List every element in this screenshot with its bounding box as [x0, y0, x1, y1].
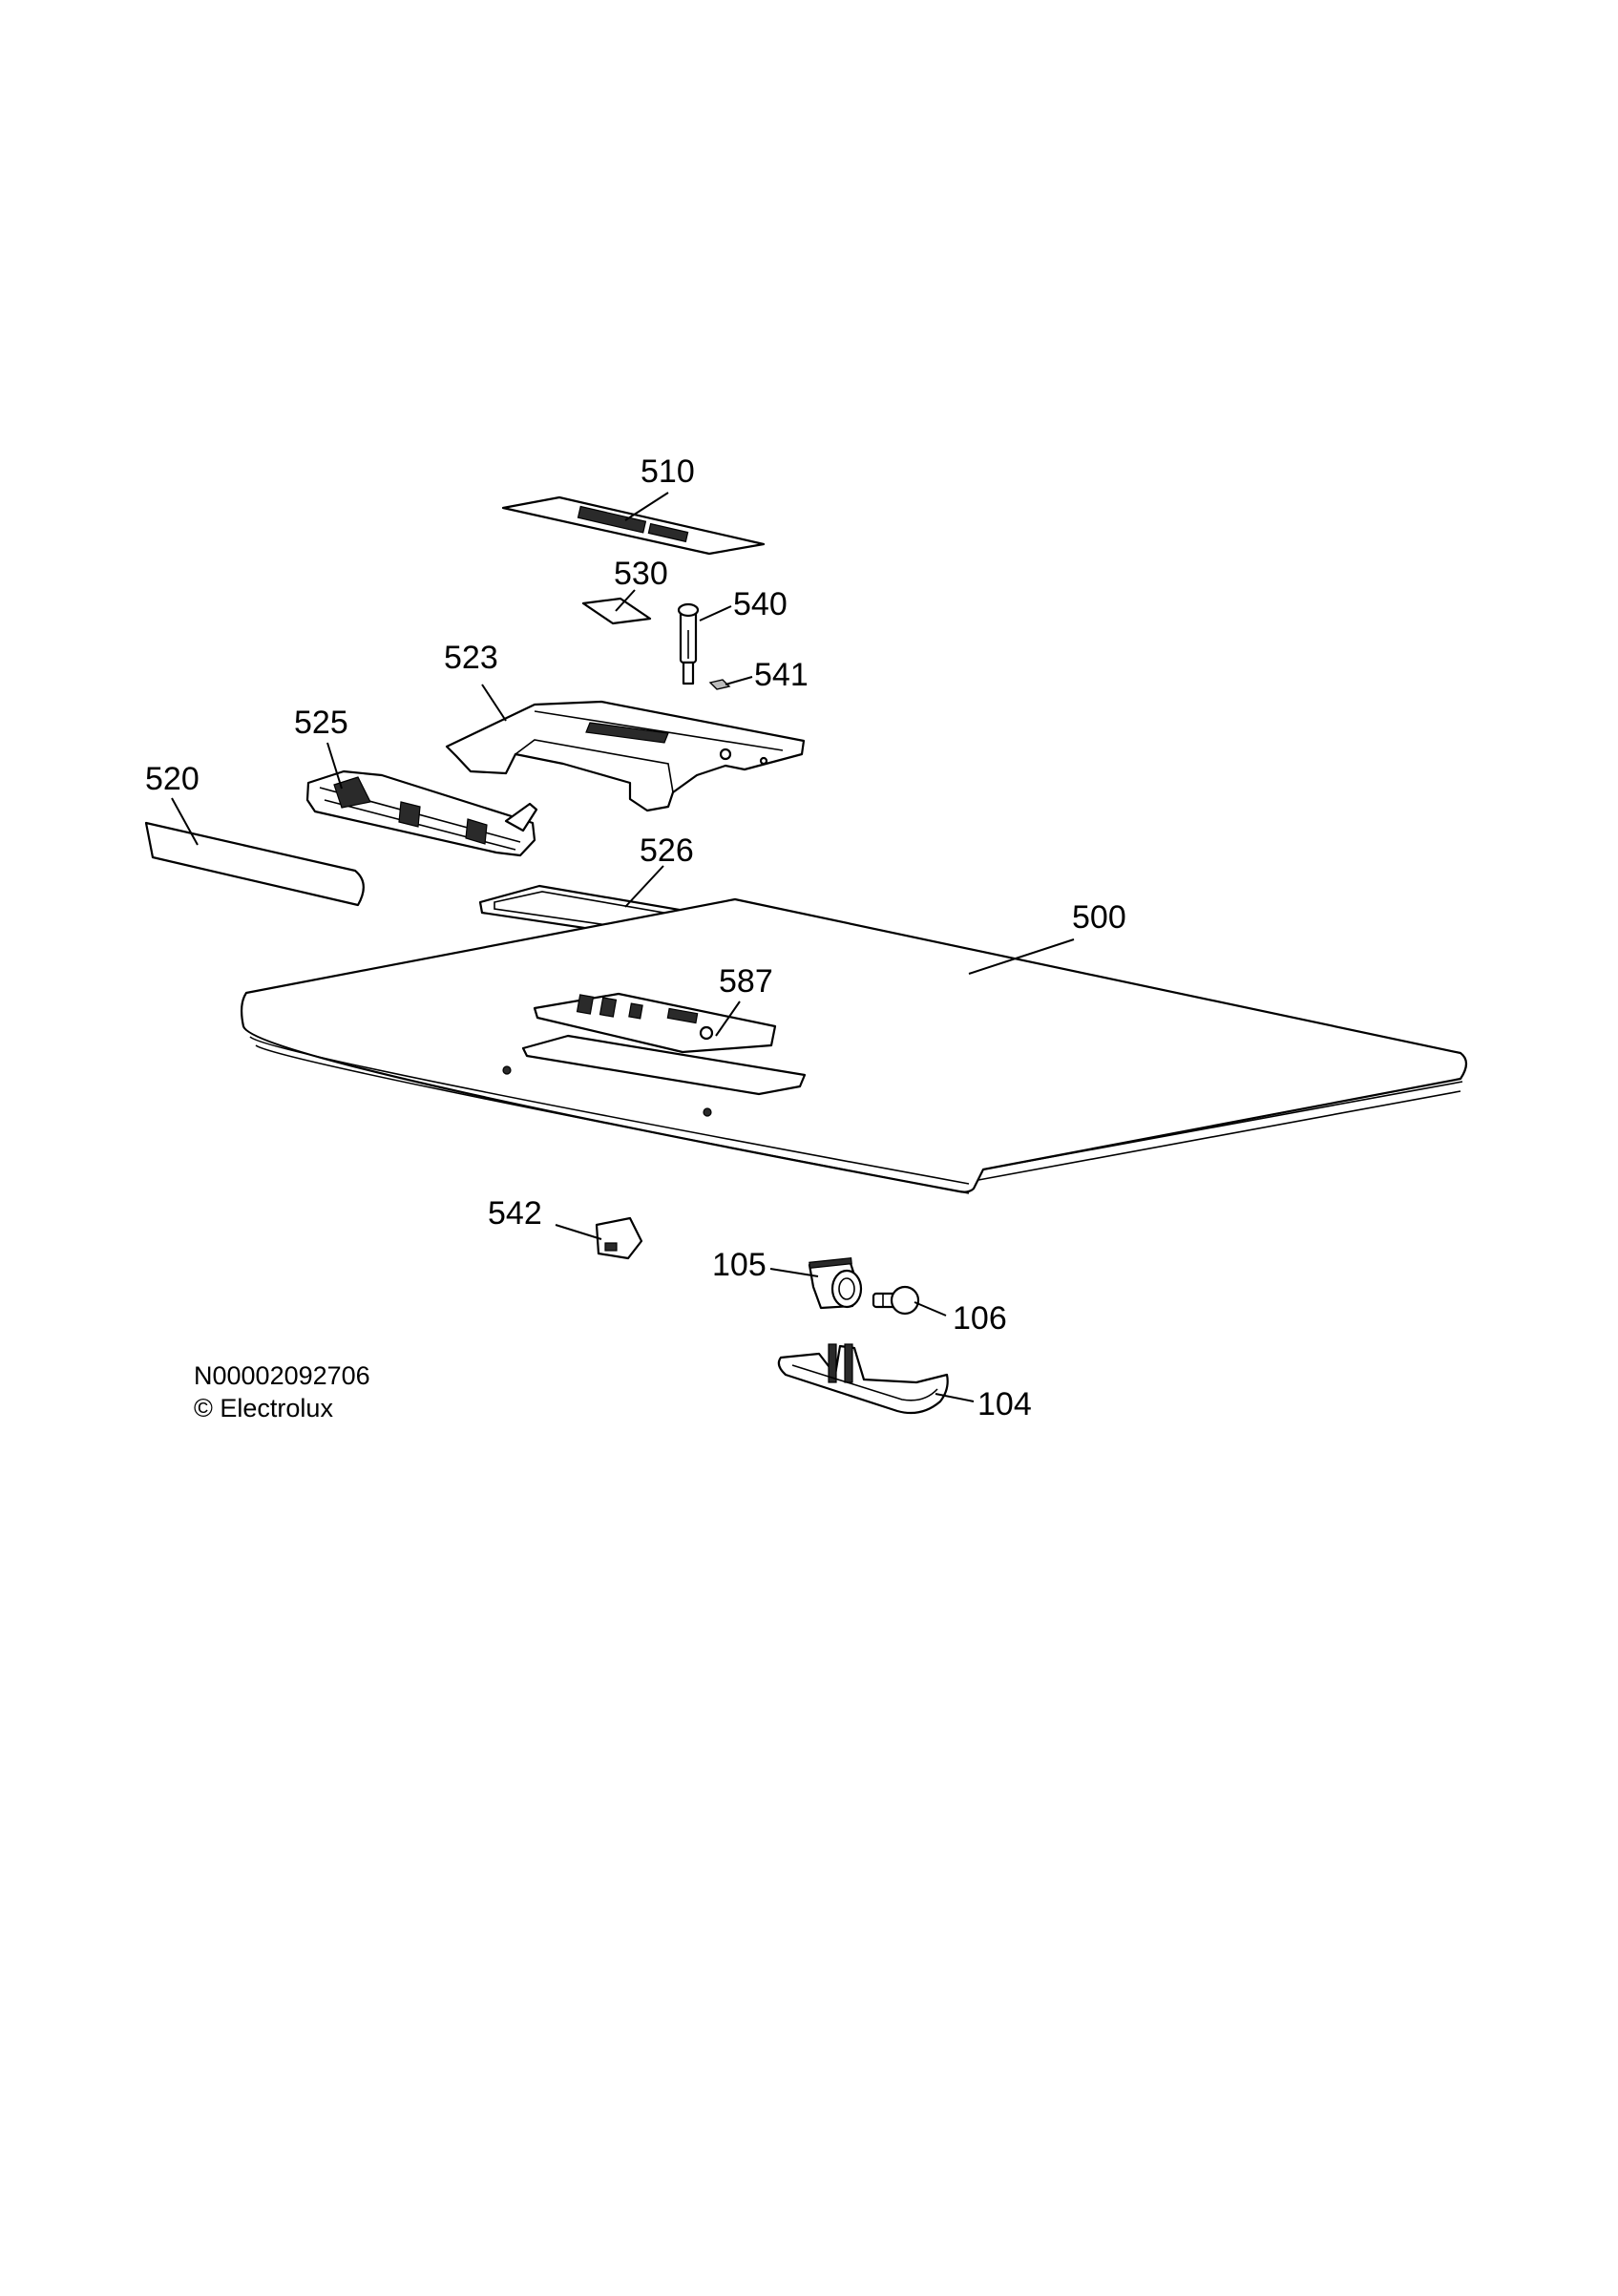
copyright-notice: © Electrolux — [194, 1394, 333, 1422]
leader-500 — [968, 938, 1075, 975]
callout-526: 526 — [640, 832, 694, 869]
leader-541 — [725, 676, 753, 685]
part-106-pin — [872, 1285, 920, 1316]
part-105-hinge-bracket — [808, 1257, 863, 1310]
callout-530: 530 — [614, 556, 668, 592]
callout-542: 542 — [488, 1195, 542, 1232]
callout-540: 540 — [733, 586, 788, 622]
document-id: N00002092706 — [194, 1361, 370, 1390]
part-542-clip — [595, 1216, 643, 1260]
callout-520: 520 — [145, 761, 200, 797]
callout-510: 510 — [641, 453, 695, 490]
callout-523: 523 — [444, 640, 498, 676]
leader-530 — [615, 589, 636, 612]
leader-542 — [555, 1224, 602, 1240]
leader-510 — [624, 492, 669, 521]
part-541-clip — [708, 679, 731, 690]
callout-525: 525 — [294, 705, 348, 741]
callout-541: 541 — [754, 657, 809, 693]
callout-587: 587 — [719, 963, 773, 1000]
leader-523 — [481, 684, 507, 722]
callout-104: 104 — [977, 1386, 1032, 1422]
leader-105 — [769, 1268, 819, 1277]
leader-104 — [935, 1393, 975, 1402]
part-104-hinge-cover — [777, 1343, 949, 1415]
part-587-module — [521, 992, 807, 1096]
leader-520 — [171, 797, 199, 846]
leader-540 — [699, 605, 732, 621]
part-500-worktop — [240, 897, 1468, 1194]
part-540-pin — [677, 602, 700, 685]
leader-525 — [326, 742, 343, 790]
part-525-electronic-board — [305, 769, 538, 857]
part-520-front-strip — [144, 821, 365, 907]
callout-105: 105 — [712, 1247, 767, 1283]
leader-lines — [171, 492, 1075, 1402]
leader-526 — [624, 865, 664, 908]
part-510-decor-strip — [501, 495, 766, 556]
callout-106: 106 — [953, 1300, 1007, 1337]
leader-106 — [914, 1301, 947, 1317]
callout-500: 500 — [1072, 899, 1126, 936]
leader-587 — [715, 1001, 741, 1037]
part-523-control-housing — [445, 700, 806, 812]
